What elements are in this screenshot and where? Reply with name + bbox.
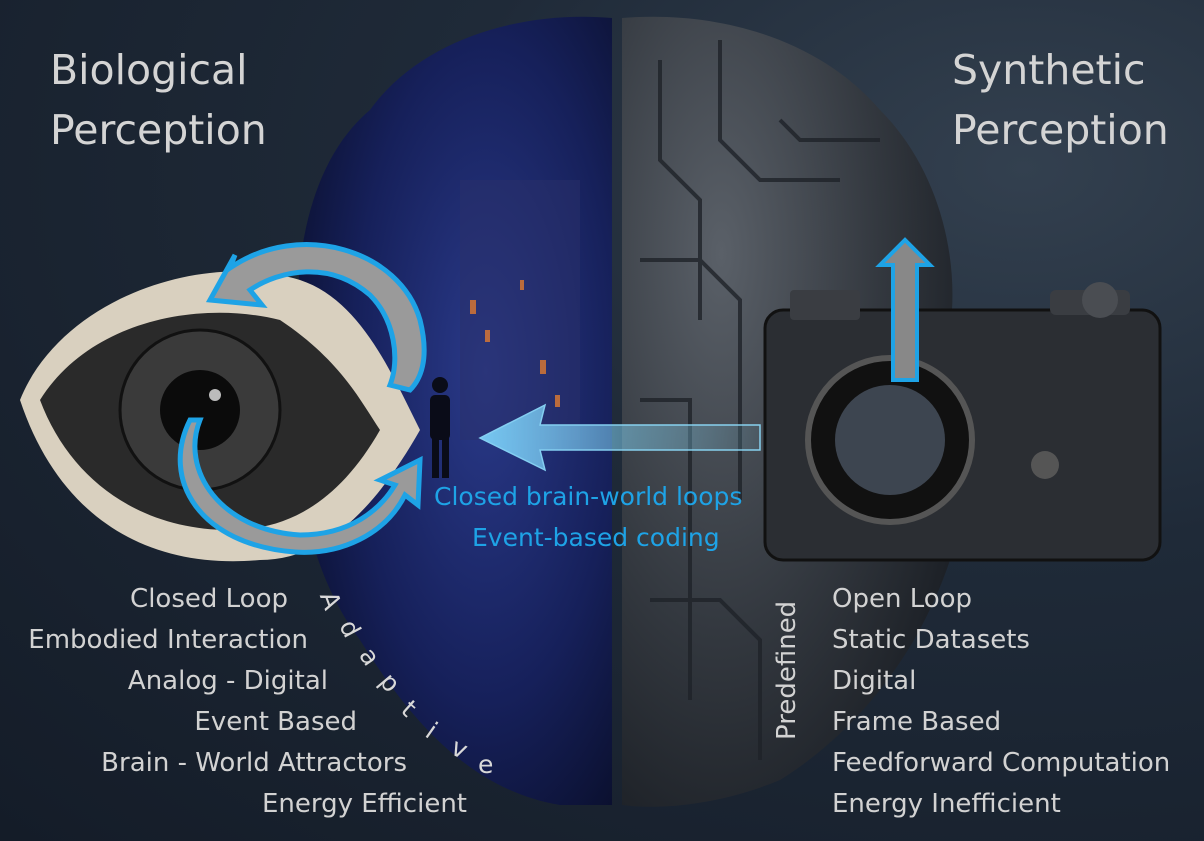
right-item: Open Loop — [832, 584, 973, 614]
left-item: Event Based — [194, 707, 357, 737]
left-item: Closed Loop — [130, 584, 288, 614]
right-item: Energy Inefficient — [832, 789, 1061, 819]
center-caption-line2: Event-based coding — [472, 523, 720, 552]
adaptive-letter: e — [478, 750, 494, 779]
right-item: Feedforward Computation — [832, 748, 1171, 778]
predefined-label: Predefined — [772, 600, 802, 740]
center-caption-line1: Closed brain-world loops — [434, 482, 743, 511]
left-title-line2: Perception — [50, 106, 267, 154]
eye-illustration — [20, 271, 420, 562]
person-silhouette — [430, 377, 450, 478]
left-item: Analog - Digital — [127, 666, 328, 696]
right-title-line1: Synthetic — [952, 46, 1146, 94]
closed-loop-arrows — [177, 242, 427, 555]
up-arrow — [875, 237, 935, 382]
right-item: Static Datasets — [832, 625, 1030, 655]
right-item: Digital — [832, 666, 917, 696]
beam-arrow — [478, 403, 761, 472]
right-title-line2: Perception — [952, 106, 1169, 154]
left-item: Embodied Interaction — [28, 625, 308, 655]
camera-illustration — [763, 282, 1162, 562]
left-item: Brain - World Attractors — [101, 748, 407, 778]
pupil — [160, 370, 240, 450]
left-title-line1: Biological — [50, 46, 248, 94]
left-item: Energy Efficient — [261, 789, 467, 819]
right-item: Frame Based — [832, 707, 1002, 737]
